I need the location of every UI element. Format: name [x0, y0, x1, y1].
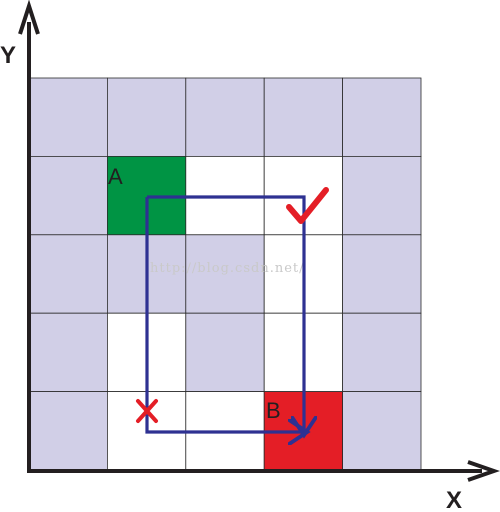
grid-cell-blocked-r2-c0 — [28, 234, 108, 314]
grid-cell-blocked-r3-c4 — [342, 312, 422, 393]
y-axis — [18, 0, 40, 472]
check-mark-icon — [286, 187, 329, 224]
x-axis-label: X — [446, 487, 462, 512]
grid-cell-blocked-r4-c4 — [342, 391, 422, 471]
y-axis-label: Y — [0, 42, 16, 69]
end-label: B — [266, 398, 281, 423]
grid-cell-blocked-r0-c3 — [263, 77, 344, 157]
watermark-text: http://blog.csdn.net/ — [150, 261, 305, 276]
grid-cell-blocked-r2-c4 — [342, 234, 422, 314]
grid-cell-blocked-r2-c2 — [185, 234, 265, 314]
grid-cell-blocked-r0-c4 — [342, 77, 422, 157]
cross-mark-icon — [136, 399, 158, 423]
grid-cell-blocked-r3-c2 — [185, 312, 265, 393]
grid-cell-blocked-r3-c0 — [28, 312, 108, 393]
grid — [28, 77, 422, 471]
valid-path — [147, 195, 304, 432]
grid-cell-blocked-r0-c1 — [107, 77, 187, 157]
grid-cell-blocked-r1-c0 — [28, 155, 108, 236]
grid-cell-blocked-r0-c0 — [28, 77, 108, 157]
invalid-path — [145, 197, 304, 432]
x-axis — [27, 460, 500, 482]
grid-cell-blocked-r0-c2 — [185, 77, 265, 157]
start-label: A — [108, 164, 123, 189]
grid-cell-blocked-r1-c4 — [342, 155, 422, 236]
grid-cell-blocked-r4-c0 — [28, 391, 108, 471]
